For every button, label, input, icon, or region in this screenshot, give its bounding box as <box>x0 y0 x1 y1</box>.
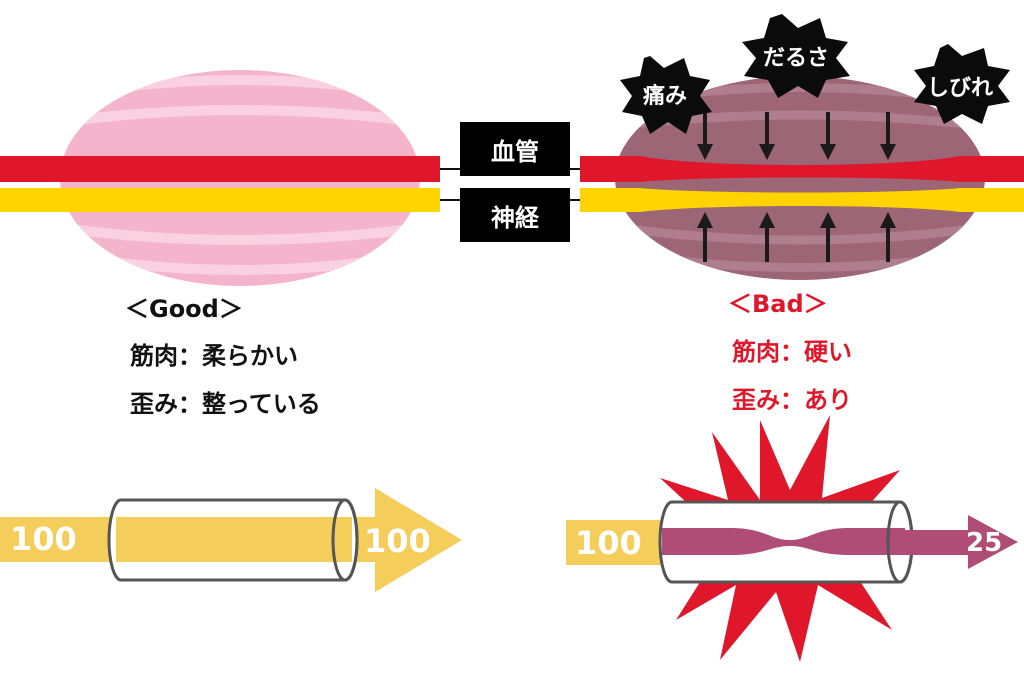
nerve-label: 神経 <box>460 188 570 242</box>
good-pipe-end <box>331 498 359 582</box>
good-heading: ＜Good＞ <box>125 295 243 323</box>
good-nerve <box>0 188 440 212</box>
bad-distortion-text: 歪み：あり <box>732 386 852 414</box>
bad-flow-output-arrow <box>905 515 1018 569</box>
bad-pipe-flow <box>662 528 905 555</box>
symptom-fatigue: だるさ <box>762 46 829 71</box>
compression-arrows <box>697 112 896 262</box>
good-muscle-text: 筋肉：柔らかい <box>130 342 298 370</box>
good-flow-output-arrow <box>355 488 462 592</box>
good-blood-vessel <box>0 156 440 182</box>
bad-heading: ＜Bad＞ <box>728 290 828 318</box>
symptom-burst-pain <box>620 56 712 134</box>
good-flow <box>0 488 462 592</box>
bad-nerve <box>580 188 1024 212</box>
bad-blood-vessel <box>580 156 1024 182</box>
blood-vessel-label: 血管 <box>460 122 570 176</box>
good-distortion-text: 歪み：整っている <box>130 390 321 418</box>
good-flow-in-value: 100 <box>10 520 77 558</box>
bad-muscle-text: 筋肉：硬い <box>732 338 852 366</box>
bad-flow-input-bar <box>566 520 661 565</box>
symptom-burst-numbness <box>914 44 1010 124</box>
bad-flow-out-value: 25 <box>966 528 1003 558</box>
symptom-pain: 痛み <box>642 84 687 109</box>
good-flow-out-value: 100 <box>364 522 431 560</box>
bad-flow-in-value: 100 <box>575 524 642 562</box>
bad-flow <box>566 415 1018 662</box>
symptom-burst-fatigue <box>742 14 850 98</box>
symptom-numbness: しびれ <box>926 76 993 101</box>
good-pipe-flow <box>116 517 352 562</box>
good-flow-input-bar <box>0 517 115 562</box>
